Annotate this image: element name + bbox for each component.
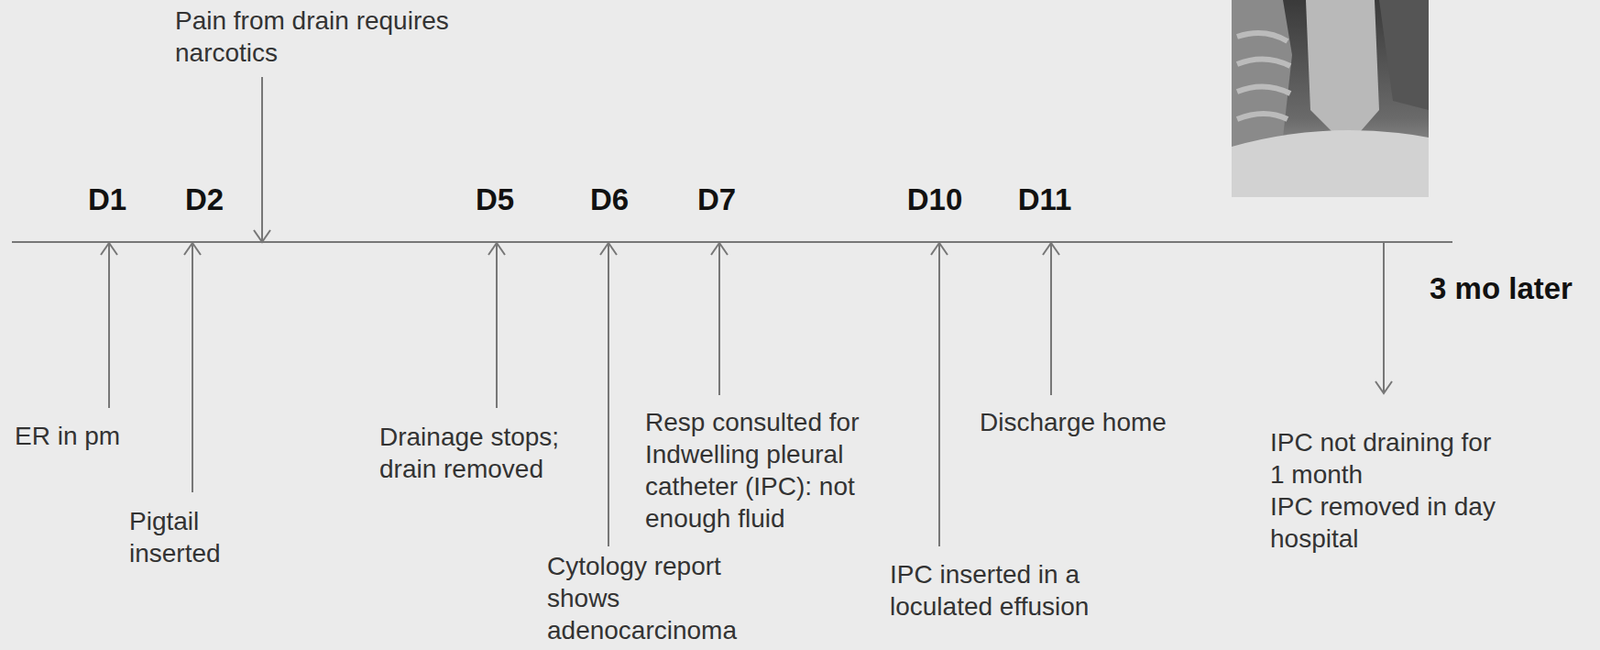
day-label: D11: [1018, 182, 1073, 218]
timeline-lines: [11, 76, 1453, 547]
note-label: Pain from drain requires narcotics: [175, 4, 469, 69]
event-label: Discharge home: [979, 405, 1218, 439]
day-label: 3 mo later: [1429, 271, 1573, 307]
day-label: D6: [590, 182, 629, 218]
event-label: Pigtail inserted: [129, 504, 258, 570]
day-label: D7: [697, 182, 736, 218]
day-label: D2: [185, 182, 224, 218]
event-label: IPC inserted in a loculated effusion: [889, 558, 1129, 623]
day-label: D5: [475, 182, 515, 218]
day-label: D10: [907, 182, 964, 218]
event-label: Cytology report shows adenocarcinoma: [547, 549, 788, 647]
xray-image: [1231, 0, 1429, 198]
event-label: Resp consulted for Indwelling pleural ca…: [645, 405, 898, 535]
event-label: IPC not draining for 1 month: [1270, 426, 1504, 491]
event-label: ER in pm: [14, 419, 198, 452]
event-label: Drainage stops; drain removed: [379, 420, 600, 485]
day-label: D1: [87, 182, 127, 218]
event-label: IPC removed in day hospital: [1270, 490, 1504, 555]
